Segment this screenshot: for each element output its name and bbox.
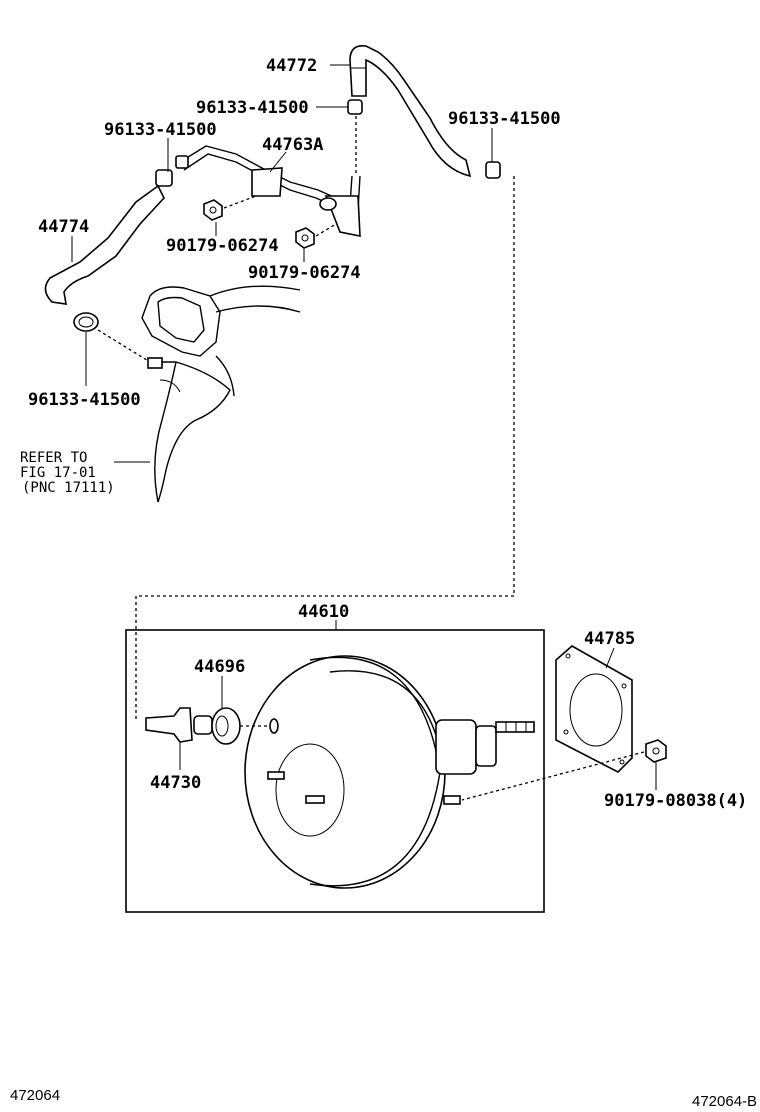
- footer-left-code: 472064: [10, 1087, 60, 1104]
- label-96133-41500-upper-right: 96133-41500: [448, 109, 561, 129]
- brake-booster[interactable]: [244, 655, 535, 889]
- gasket[interactable]: [555, 645, 633, 773]
- clamp-upper-right[interactable]: [485, 161, 501, 179]
- reference-note-line1: REFER TO: [20, 450, 87, 466]
- label-44696: 44696: [194, 657, 245, 677]
- clamp-left[interactable]: [155, 169, 173, 187]
- label-90179-06274-b: 90179-06274: [248, 263, 361, 283]
- label-90179-06274-a: 90179-06274: [166, 236, 279, 256]
- label-44774: 44774: [38, 217, 89, 237]
- intake-manifold: [141, 285, 301, 503]
- vacuum-pipe[interactable]: [175, 145, 361, 237]
- booster-assembly-frame: [125, 629, 545, 913]
- label-44785: 44785: [584, 629, 635, 649]
- label-44610: 44610: [298, 602, 349, 622]
- label-44772: 44772: [266, 56, 317, 76]
- upper-vacuum-hose[interactable]: [349, 44, 472, 178]
- label-96133-41500-upper-left: 96133-41500: [196, 98, 309, 118]
- footer-right-code: 472064-B: [692, 1093, 757, 1110]
- reference-note-line3: (PNC 17111): [22, 480, 115, 496]
- left-vacuum-hose[interactable]: [44, 184, 165, 305]
- label-44763A: 44763A: [262, 135, 323, 155]
- check-valve[interactable]: [145, 707, 213, 743]
- label-44730: 44730: [150, 773, 201, 793]
- bolt-90179-06274-a[interactable]: [203, 199, 223, 221]
- nut[interactable]: [645, 739, 667, 763]
- label-96133-41500-left: 96133-41500: [104, 120, 217, 140]
- bolt-90179-06274-b[interactable]: [295, 227, 315, 249]
- clamp-lower[interactable]: [73, 312, 99, 332]
- clamp-upper-left[interactable]: [347, 99, 363, 115]
- label-96133-41500-lower: 96133-41500: [28, 390, 141, 410]
- grommet[interactable]: [211, 707, 241, 745]
- label-90179-08038: 90179-08038(4): [604, 791, 747, 811]
- reference-note-line2: FIG 17-01: [20, 465, 96, 481]
